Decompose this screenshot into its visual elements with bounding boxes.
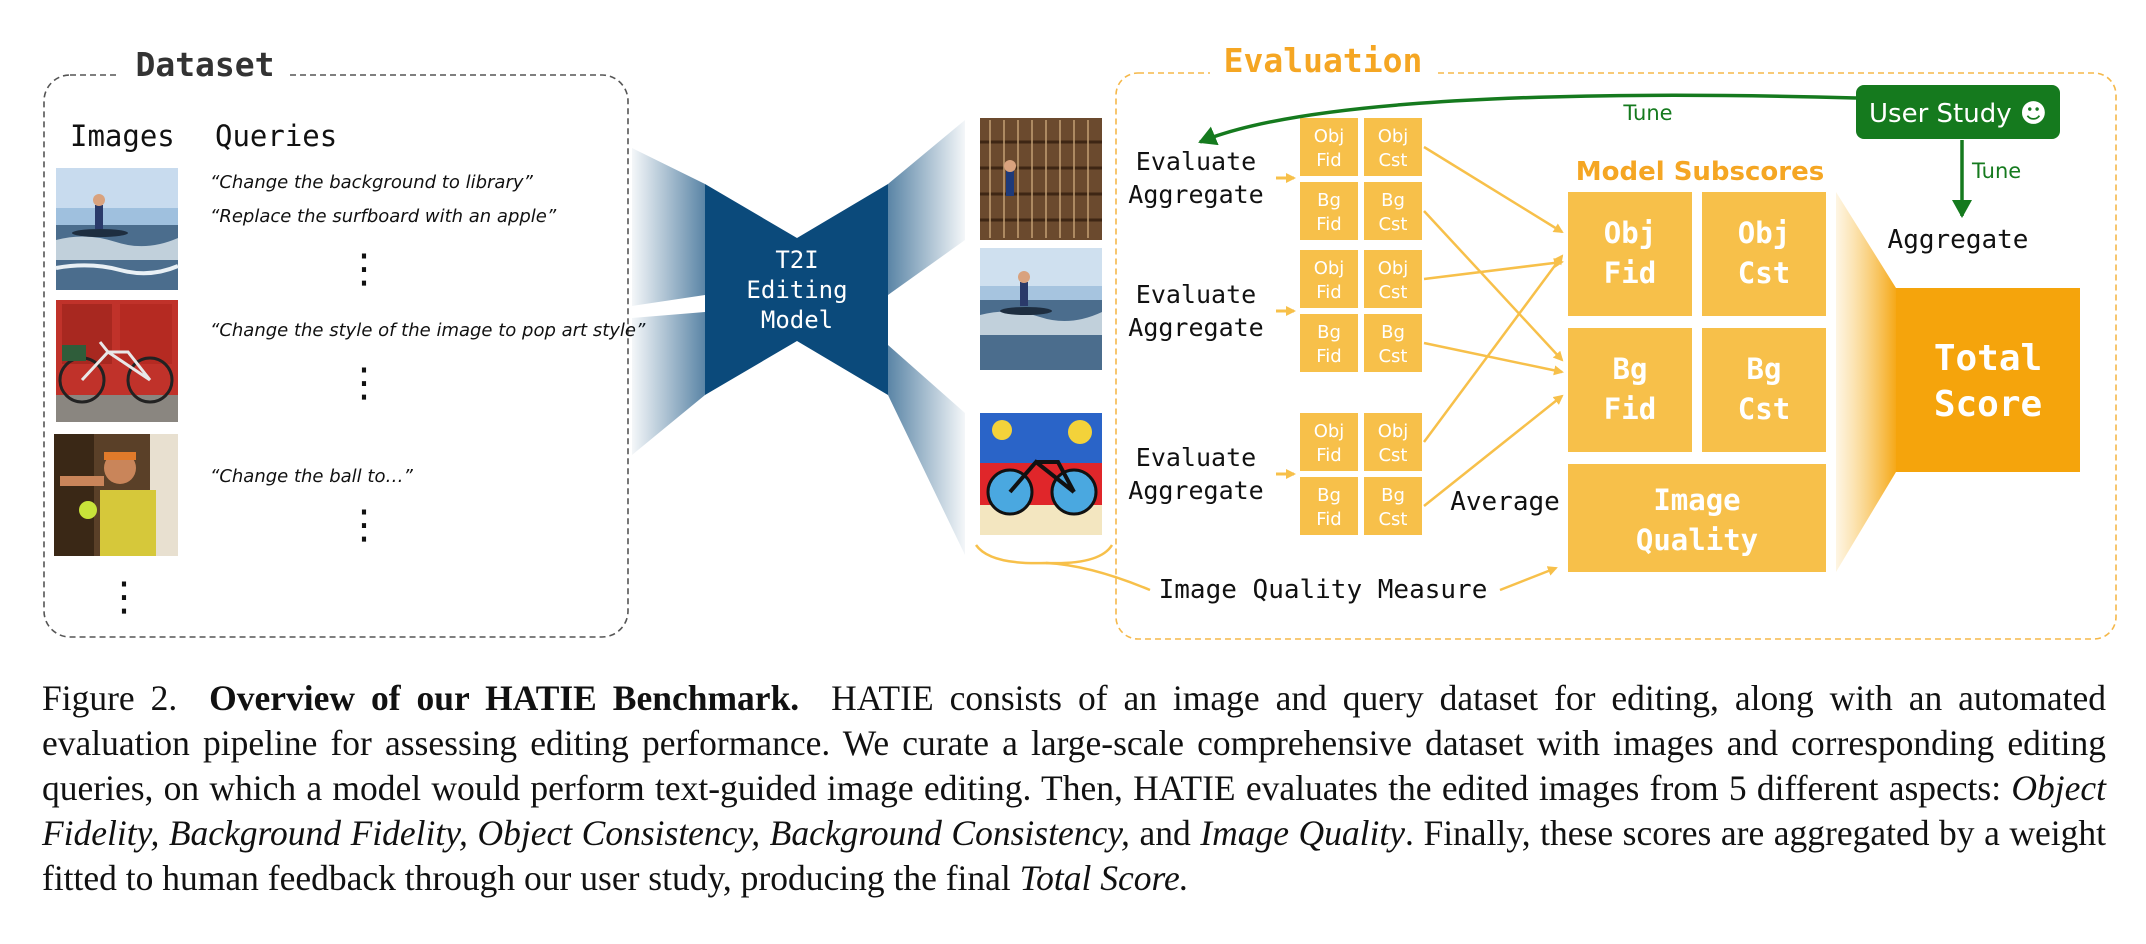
caption-body-2: . Finally, these scores are aggregated b… xyxy=(42,813,2107,898)
evaluate-label-3: Evaluate xyxy=(1136,443,1256,472)
mini-bg-cst-1a: Bg xyxy=(1381,190,1405,211)
evaluation-title: Evaluation xyxy=(1224,41,1423,80)
iq-measure-arrow xyxy=(1499,566,1558,592)
total-score-box xyxy=(1896,288,2080,472)
iq-measure-label: Image Quality Measure xyxy=(1159,575,1488,605)
caption-image-quality: Image Quality xyxy=(1200,813,1406,853)
caption-figure-number: Figure 2. xyxy=(42,678,178,718)
query-3: “Change the style of the image to pop ar… xyxy=(210,320,646,341)
mini-obj-cst-1a: Obj xyxy=(1378,126,1409,147)
sub-bg-cst-a: Bg xyxy=(1747,352,1782,386)
aggregate-top-label: Aggregate xyxy=(1888,225,2029,255)
mini-obj-fid-2a: Obj xyxy=(1314,258,1345,279)
aggregate-label-3: Aggregate xyxy=(1128,476,1263,505)
total-fan xyxy=(1836,192,1896,572)
query-1: “Change the background to library” xyxy=(210,172,534,193)
tune-label-left: Tune xyxy=(1622,101,1672,125)
caption-total-score: Total Score. xyxy=(1019,858,1189,898)
mini-obj-fid-2b: Fid xyxy=(1316,282,1341,303)
mini-bg-cst-1b: Cst xyxy=(1378,214,1407,235)
total-score-a: Total xyxy=(1934,338,2042,379)
sub-obj-cst-b: Cst xyxy=(1738,256,1790,290)
query-2: “Replace the surfboard with an apple” xyxy=(210,206,557,227)
sub-bg-fid-b: Fid xyxy=(1604,392,1656,426)
mini-bg-fid-3b: Fid xyxy=(1316,509,1341,530)
sub-image-quality-b: Quality xyxy=(1636,523,1758,557)
mini-grid-1: Obj Fid Obj Cst Bg Fid Bg Cst xyxy=(1300,118,1422,240)
iq-measure-curve-b xyxy=(1045,544,1114,565)
average-label: Average xyxy=(1450,487,1560,517)
caption-body-1: HATIE consists of an image and query dat… xyxy=(42,678,2107,808)
user-study-box xyxy=(1856,85,2060,139)
evaluation-panel: Evaluation Evaluate Aggregate Evaluate A… xyxy=(974,41,2117,640)
query-4: “Change the ball to…” xyxy=(210,466,413,487)
aggregate-label-1: Aggregate xyxy=(1128,180,1263,209)
aggregate-label-2: Aggregate xyxy=(1128,313,1263,342)
mini-obj-fid-1a: Obj xyxy=(1314,126,1345,147)
tune-label-right: Tune xyxy=(1971,159,2021,183)
model-bowtie xyxy=(705,184,888,395)
mini-grid-3: Obj Fid Obj Cst Bg Fid Bg Cst xyxy=(1300,413,1422,535)
mini-grid-2: Obj Fid Obj Cst Bg Fid Bg Cst xyxy=(1300,250,1422,372)
caption-aspects: Object Fidelity, Background Fidelity, Ob… xyxy=(42,768,2106,853)
model-label-3: Model xyxy=(761,306,833,334)
mini-bg-fid-1b: Fid xyxy=(1316,214,1341,235)
total-score-b: Score xyxy=(1934,384,2042,425)
edited-image-library xyxy=(980,118,1102,240)
sub-bg-fid-a: Bg xyxy=(1613,352,1648,386)
dataset-image-tennis xyxy=(54,434,178,556)
figure-caption: Figure 2. Overview of our HATIE Benchmar… xyxy=(42,676,2106,901)
mini-obj-cst-2a: Obj xyxy=(1378,258,1409,279)
mini-obj-cst-3b: Cst xyxy=(1378,445,1407,466)
dataset-title: Dataset xyxy=(135,45,274,84)
edited-image-popart xyxy=(980,413,1102,535)
edited-image-surfer xyxy=(980,248,1102,370)
ellipsis-4: ⋮ xyxy=(104,574,144,620)
sub-obj-cst-a: Obj xyxy=(1738,216,1790,250)
mini-bg-fid-3a: Bg xyxy=(1317,485,1341,506)
model-label-1: T2I xyxy=(775,246,818,274)
images-header: Images xyxy=(70,119,175,153)
mini-bg-fid-2a: Bg xyxy=(1317,322,1341,343)
sub-image-quality-a: Image xyxy=(1653,483,1740,517)
ellipsis-1: ⋮ xyxy=(344,246,384,292)
evaluate-label-2: Evaluate xyxy=(1136,280,1256,309)
dataset-image-bicycle xyxy=(56,300,178,422)
mini-bg-cst-3b: Cst xyxy=(1378,509,1407,530)
mini-obj-cst-3a: Obj xyxy=(1378,421,1409,442)
tune-arrow-left xyxy=(1198,93,1857,146)
sub-bg-cst-b: Cst xyxy=(1738,392,1790,426)
connector-arrows xyxy=(1422,145,1564,507)
ellipsis-3: ⋮ xyxy=(344,502,384,548)
caption-bold-title: Overview of our HATIE Benchmark. xyxy=(209,678,800,718)
subscores-block: Obj Fid Obj Cst Bg Fid Bg Cst Image Qual… xyxy=(1568,192,1826,572)
mini-bg-fid-1a: Bg xyxy=(1317,190,1341,211)
mini-obj-fid-1b: Fid xyxy=(1316,150,1341,171)
evaluate-label-1: Evaluate xyxy=(1136,147,1256,176)
model-block: T2I Editing Model xyxy=(632,120,965,555)
mini-obj-fid-3a: Obj xyxy=(1314,421,1345,442)
model-label-2: Editing xyxy=(746,276,847,304)
dataset-image-surfer xyxy=(55,168,179,290)
mini-bg-cst-2b: Cst xyxy=(1378,346,1407,367)
iq-measure-curve xyxy=(974,544,1151,592)
ellipsis-2: ⋮ xyxy=(344,360,384,406)
mini-bg-fid-2b: Fid xyxy=(1316,346,1341,367)
caption-and: and xyxy=(1139,813,1191,853)
dataset-panel: Dataset Images Queries xyxy=(43,45,646,638)
mini-obj-fid-3b: Fid xyxy=(1316,445,1341,466)
user-study-label: User Study ☻ xyxy=(1869,99,2047,129)
sub-obj-fid-b: Fid xyxy=(1604,256,1656,290)
subscores-title: Model Subscores xyxy=(1576,157,1824,187)
sub-obj-fid-a: Obj xyxy=(1604,216,1656,250)
mini-obj-cst-2b: Cst xyxy=(1378,282,1407,303)
mini-bg-cst-2a: Bg xyxy=(1381,322,1405,343)
mini-bg-cst-3a: Bg xyxy=(1381,485,1405,506)
mini-obj-cst-1b: Cst xyxy=(1378,150,1407,171)
queries-header: Queries xyxy=(215,119,337,153)
